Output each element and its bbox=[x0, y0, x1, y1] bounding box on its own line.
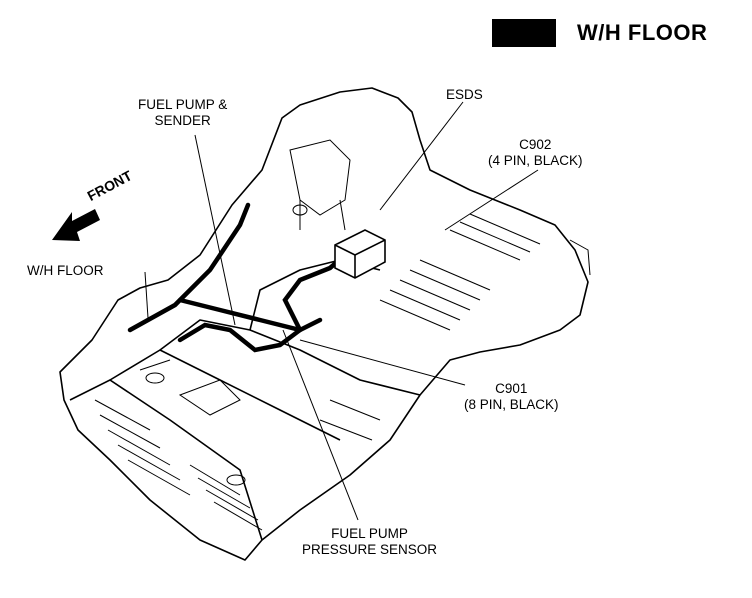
label-wh-floor: W/H FLOOR bbox=[27, 263, 104, 278]
label-c902: C902 (4 PIN, BLACK) bbox=[488, 137, 583, 168]
header-swatch bbox=[492, 19, 556, 47]
front-arrow bbox=[52, 209, 100, 241]
label-fuel-pump-sender: FUEL PUMP & SENDER bbox=[138, 97, 228, 128]
floor-pan-ribs bbox=[94, 139, 591, 531]
label-esds: ESDS bbox=[446, 87, 483, 102]
page-title: W/H FLOOR bbox=[577, 20, 708, 45]
label-fuel-pump-pressure-sensor: FUEL PUMP PRESSURE SENSOR bbox=[302, 526, 438, 557]
label-c901: C901 (8 PIN, BLACK) bbox=[464, 381, 559, 412]
leader-lines bbox=[144, 101, 539, 521]
esds-module bbox=[334, 229, 386, 279]
